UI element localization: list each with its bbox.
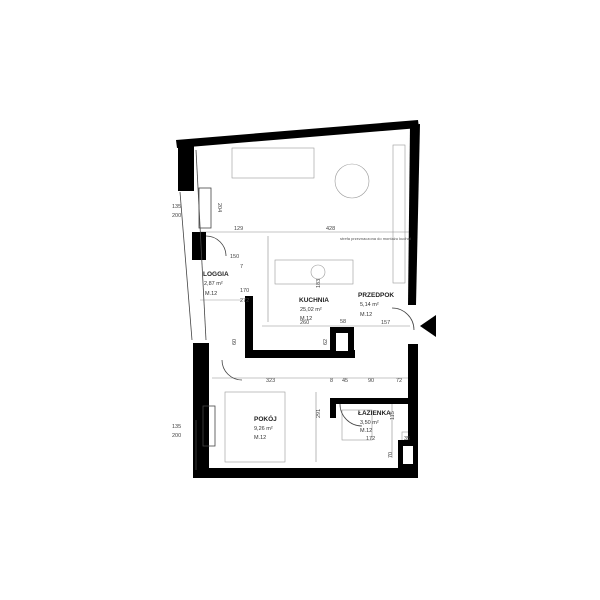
wall-right-upper [408, 124, 420, 305]
svg-text:150: 150 [230, 254, 239, 260]
svg-text:7: 7 [240, 264, 243, 270]
svg-text:135: 135 [172, 204, 181, 210]
svg-text:M.12: M.12 [254, 435, 266, 441]
svg-text:129: 129 [234, 226, 243, 232]
wall-left-lower [193, 343, 209, 478]
dimension-labels: 129 428 135 200 204 150 7 170 272 183 26… [172, 203, 410, 458]
svg-text:M.12: M.12 [360, 312, 372, 318]
room-label-loggia: LOGGIA 2,87 m² M.12 [203, 271, 229, 297]
svg-text:58: 58 [340, 319, 346, 325]
svg-text:115: 115 [390, 411, 396, 420]
svg-text:172: 172 [366, 436, 375, 442]
svg-text:45: 45 [342, 378, 348, 384]
svg-text:323: 323 [266, 378, 275, 384]
svg-text:60: 60 [232, 339, 238, 345]
kitchen-zone-note: strefa przeznaczona do montażu kuchni [340, 236, 411, 241]
wall-right-lower [408, 344, 418, 478]
svg-text:72: 72 [396, 378, 402, 384]
svg-text:25,02 m²: 25,02 m² [300, 307, 322, 313]
svg-text:5,14 m²: 5,14 m² [360, 302, 379, 308]
svg-text:ŁAZIENKA: ŁAZIENKA [358, 410, 391, 417]
svg-text:2,87 m²: 2,87 m² [204, 281, 223, 287]
svg-text:200: 200 [172, 433, 181, 439]
svg-text:272: 272 [240, 298, 249, 304]
wall-bottom [196, 468, 418, 478]
wall-left-upper [192, 232, 206, 260]
svg-text:200: 200 [172, 213, 181, 219]
svg-text:M.12: M.12 [205, 291, 217, 297]
wall-bath-left [330, 398, 336, 418]
svg-text:157: 157 [381, 320, 390, 326]
svg-text:183: 183 [316, 279, 322, 288]
svg-text:260: 260 [300, 320, 309, 326]
svg-text:35: 35 [404, 436, 410, 442]
svg-text:9,26 m²: 9,26 m² [254, 426, 273, 432]
wall-interior-stub [245, 296, 253, 356]
svg-text:PRZEDPOK: PRZEDPOK [358, 292, 394, 299]
svg-text:LOGGIA: LOGGIA [203, 271, 229, 278]
svg-text:428: 428 [326, 226, 335, 232]
wall-top [176, 120, 419, 148]
entrance-arrow-icon [420, 315, 436, 337]
svg-text:170: 170 [240, 288, 249, 294]
room-label-kitchen: KUCHNIA 25,02 m² M.12 [299, 297, 329, 322]
svg-text:POKÓJ: POKÓJ [254, 414, 277, 423]
doors [205, 235, 415, 427]
wall-left-top [178, 143, 194, 191]
svg-text:KUCHNIA: KUCHNIA [299, 297, 329, 304]
svg-text:62: 62 [323, 339, 329, 345]
svg-text:204: 204 [216, 203, 222, 212]
room-label-bathroom: ŁAZIENKA 3,50 m² M.12 [358, 410, 391, 434]
wall-interior [245, 350, 355, 358]
balcony-outline [179, 149, 216, 470]
svg-text:3,50 m²: 3,50 m² [360, 420, 379, 426]
dimension-lines [200, 231, 414, 462]
svg-text:70: 70 [388, 452, 394, 458]
svg-text:135: 135 [172, 424, 181, 430]
walls [176, 120, 420, 478]
svg-text:90: 90 [368, 378, 374, 384]
svg-text:291: 291 [316, 409, 322, 418]
svg-text:M.12: M.12 [300, 316, 312, 322]
wall-bath-top [330, 398, 408, 404]
svg-text:M.12: M.12 [360, 428, 372, 434]
svg-text:8: 8 [330, 378, 333, 384]
room-label-hall: PRZEDPOK 5,14 m² M.12 [358, 292, 394, 318]
room-label-room: POKÓJ 9,26 m² M.12 [254, 414, 277, 441]
